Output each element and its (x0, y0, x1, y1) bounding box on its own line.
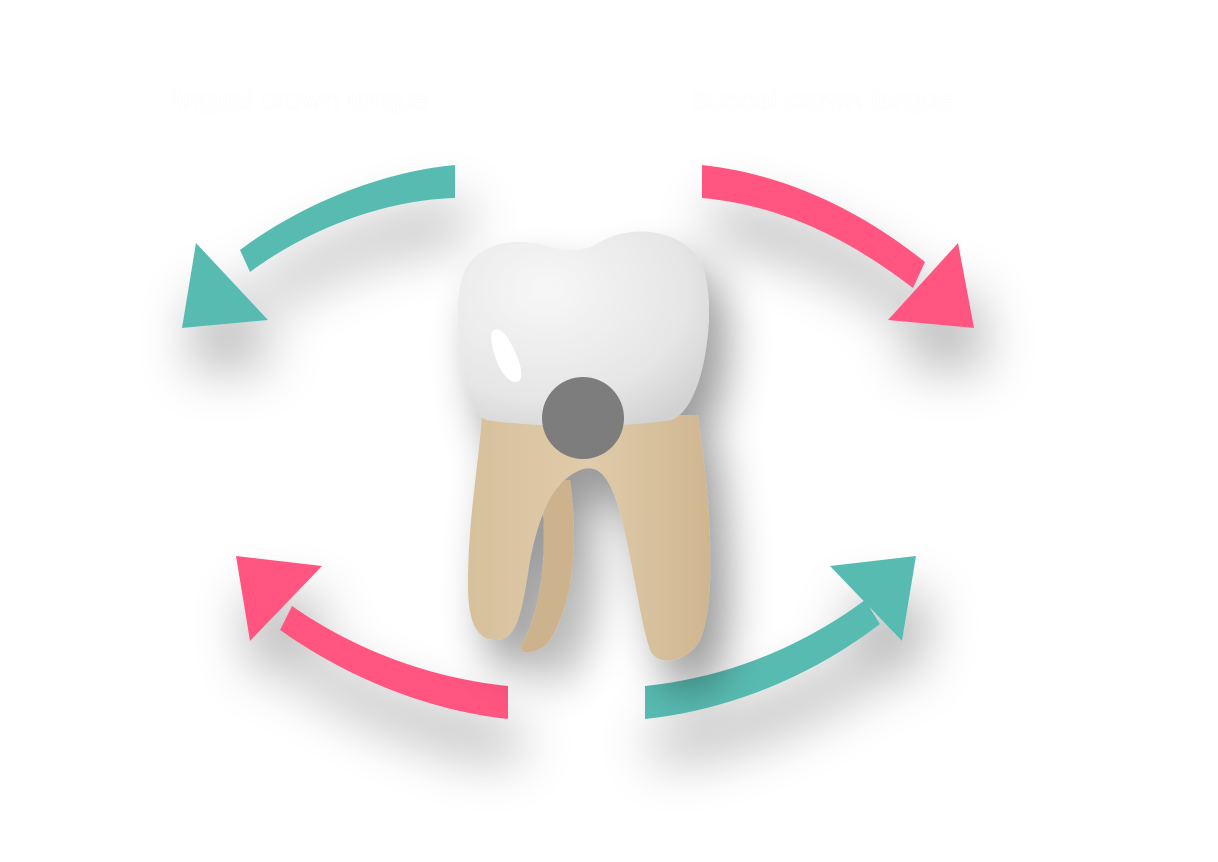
buccal-arrow-top-shaft (702, 165, 925, 288)
lingual-arrow-top-head (182, 243, 268, 328)
lingual-crown-torque-label: lingual crown torque (170, 84, 430, 116)
lingual-arrow-top-shaft (240, 165, 455, 272)
buccal-crown-torque-label: buccal crown torque (693, 84, 953, 116)
buccal-arrow-top-head (888, 243, 974, 328)
tooth-root-back (521, 480, 574, 653)
lingual-arrow-bottom-shaft (645, 600, 880, 719)
lingual-arrow-bottom-head (830, 556, 916, 641)
buccal-arrow-bottom (236, 556, 508, 719)
lingual-arrow-bottom (645, 556, 916, 719)
tooth-crown-highlight (491, 329, 522, 383)
buccal-arrow-bottom-head (236, 556, 322, 641)
lingual-arrow-top (182, 165, 455, 328)
buccal-arrow-top (702, 165, 974, 328)
pivot-point (542, 377, 624, 459)
buccal-arrow-bottom-shaft (280, 606, 508, 719)
tooth-root-left (468, 415, 711, 661)
tooth (457, 231, 711, 661)
